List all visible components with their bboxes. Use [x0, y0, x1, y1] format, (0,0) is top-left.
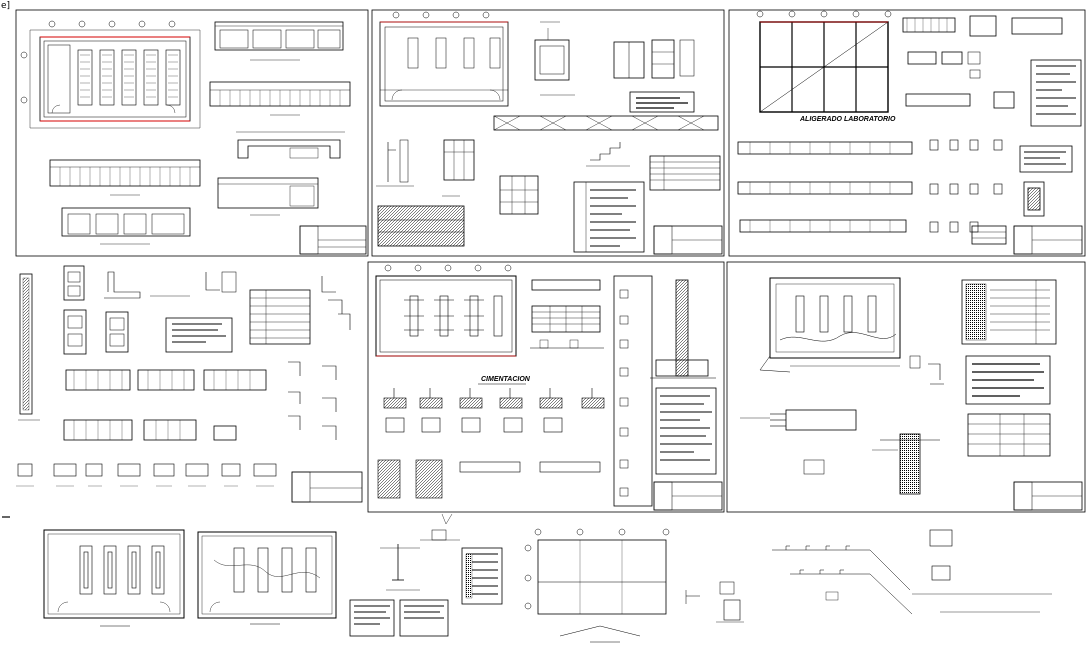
red-axis-line: [40, 36, 190, 122]
lab-plan-title: ALIGERADO LABORATORIO: [799, 116, 896, 123]
rebar-table: [971, 225, 1007, 245]
plan-bottom-1: [43, 529, 185, 627]
floor-plan: [20, 20, 201, 129]
title-block: [653, 481, 723, 511]
wall-elevation: [493, 115, 719, 131]
sheet-column-details: [16, 262, 364, 512]
footing-sections: [377, 388, 605, 499]
title-block: [291, 471, 363, 503]
beam-elevations: [737, 141, 913, 233]
stair-section: [586, 142, 630, 167]
notes-box: [655, 387, 717, 475]
sheet-frame: [726, 261, 1086, 513]
foundation-detail: [104, 271, 237, 299]
title-block: [1013, 225, 1083, 255]
elevation-side: [209, 81, 351, 116]
legend-table: [461, 547, 503, 605]
sheet-frame: [371, 9, 725, 257]
beam-sections: [929, 139, 1003, 233]
bottom-drawings: [2, 513, 1052, 643]
sheet-architecture: [15, 9, 369, 257]
sheet-electrical: [726, 261, 1086, 513]
load-table: [961, 279, 1057, 345]
column-elevation: [650, 279, 716, 379]
notes-box: [629, 91, 695, 113]
foundation-title: CIMENTACION: [481, 376, 531, 383]
sheet-frame: [15, 9, 369, 257]
title-block: [299, 225, 367, 255]
notes-box: [349, 599, 449, 637]
plan-bottom-2: [197, 531, 337, 625]
elevation-long: [49, 159, 201, 196]
section-canopy: [236, 131, 345, 159]
sheet-details: [371, 9, 725, 257]
electrical-plan: [759, 277, 901, 373]
sheet-foundation: CIMENTACION: [367, 261, 725, 513]
sheet-frame: [367, 261, 725, 513]
riser-diagram: [772, 529, 1052, 615]
plan-grid: [524, 528, 670, 643]
post-detail: [380, 513, 460, 591]
sheet-area: [16, 262, 364, 512]
title-block: [653, 225, 723, 255]
column-elevation: [18, 273, 40, 421]
slab-details: [902, 15, 1063, 109]
wall-sections: [63, 369, 267, 441]
plan-furniture: [379, 11, 509, 107]
notes-box: [165, 289, 311, 353]
legend: [740, 409, 857, 431]
foundation-plan: CIMENTACION: [375, 264, 531, 385]
sheet-lab-slab: ALIGERADO LABORATORIO: [728, 9, 1086, 257]
schedule-column: [613, 275, 653, 507]
pipe-detail: [685, 581, 744, 623]
sheet-frame: [728, 9, 1086, 257]
connection-details: [288, 276, 351, 440]
window-details: [63, 265, 129, 355]
elevation-main: [61, 207, 191, 245]
detail-door: [613, 39, 695, 79]
schedule-table: [649, 155, 721, 191]
slab-plan: ALIGERADO LABORATORIO: [756, 10, 896, 123]
specs-table: [573, 181, 645, 253]
corner-mark: e]: [1, 1, 11, 11]
details-column: [376, 139, 539, 215]
notes-box: [1019, 145, 1073, 217]
ground-well-detail: [803, 355, 944, 495]
notes-box: [965, 355, 1051, 457]
section-a: [217, 177, 319, 216]
column-sections-row: [16, 463, 277, 487]
detail-cabinet: [534, 21, 575, 96]
footing-table: [530, 279, 604, 349]
title-block: [1013, 481, 1083, 511]
elevation-front: [214, 21, 344, 61]
rebar-table: [377, 205, 465, 247]
notes-box: [1030, 59, 1082, 127]
